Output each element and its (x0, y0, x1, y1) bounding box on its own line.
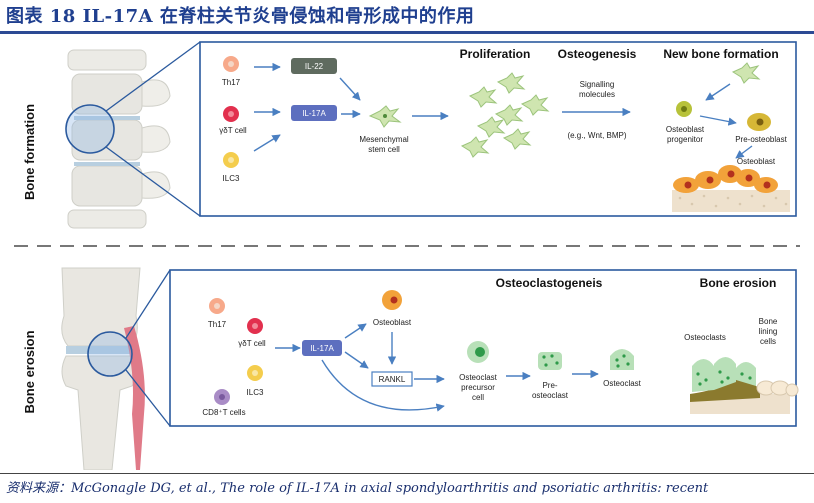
th17-label: Th17 (222, 78, 241, 87)
pre-osteoclast-line1: Pre- (542, 381, 557, 390)
erosion-zoom-line-top (125, 269, 171, 339)
bone-lining-line3: cells (760, 337, 776, 346)
il17a-box (291, 105, 337, 121)
spine-illustration (67, 49, 171, 229)
erosion-th17-label: Th17 (208, 320, 227, 329)
eroded-bone-layer (690, 357, 799, 414)
proliferating-cells (460, 72, 550, 158)
il17a-diagram: Bone formation Th17 γδT cell ILC3 IL-22 … (14, 41, 800, 470)
il22-box (291, 58, 337, 74)
page-title: 图表 18 IL-17A 在脊柱关节炎骨侵蚀和骨形成中的作用 (6, 6, 475, 27)
pre-osteoclast-line2: osteoclast (532, 391, 569, 400)
precursor-line3: cell (472, 393, 484, 402)
zoom-line-top (105, 41, 201, 112)
spine-zoom-circle (65, 104, 115, 154)
knee-illustration (61, 267, 145, 470)
formation-side-label: Bone formation (22, 104, 37, 200)
erosion-il17a-box (302, 340, 342, 356)
knee-zoom-circle (87, 331, 133, 377)
new-bone-layer (672, 165, 790, 212)
pre-osteoblast-label: Pre-osteoblast (735, 135, 787, 144)
msc-label-line2: stem cell (368, 145, 400, 154)
il22-label: IL-22 (305, 62, 324, 71)
msc-icon-right (731, 62, 761, 84)
il17a-label: IL-17A (302, 109, 326, 118)
new-bone-heading: New bone formation (663, 47, 778, 61)
osteoclasts-label: Osteoclasts (684, 333, 726, 342)
msc-label-line1: Mesenchymal (359, 135, 409, 144)
osteoblast-progenitor-line1: Osteoblast (666, 125, 705, 134)
signalling-label-line1: Signalling (580, 80, 615, 89)
precursor-line2: precursor (461, 383, 495, 392)
osteoblast-label: Osteoblast (737, 157, 776, 166)
erosion-ilc3-label: ILC3 (247, 388, 264, 397)
footer-rule (0, 473, 814, 474)
zoom-line-bottom (105, 146, 201, 217)
erosion-zoom-line-bottom (125, 369, 171, 427)
erosion-osteoblast-label: Osteoblast (373, 318, 412, 327)
pre-osteoclast-icon (538, 352, 562, 370)
rankl-label: RANKL (379, 375, 406, 384)
osteoblast-progenitor-line2: progenitor (667, 135, 703, 144)
title-rule (0, 31, 814, 34)
signalling-examples: (e.g., Wnt, BMP) (567, 131, 626, 140)
signalling-label-line2: molecules (579, 90, 615, 99)
cd8-label: CD8⁺T cells (202, 408, 245, 417)
erosion-side-label: Bone erosion (22, 330, 37, 413)
osteoclast-icon (610, 349, 634, 370)
rankl-box (371, 371, 413, 387)
bone-erosion-heading: Bone erosion (700, 276, 777, 290)
osteoclastogenesis-heading: Osteoclastogeneis (496, 276, 603, 290)
bone-lining-line2: lining (759, 327, 778, 336)
precursor-line1: Osteoclast (459, 373, 498, 382)
gdt-label: γδT cell (219, 126, 247, 135)
bone-lining-line1: Bone (759, 317, 778, 326)
osteogenesis-heading: Osteogenesis (558, 47, 637, 61)
proliferation-heading: Proliferation (460, 47, 531, 61)
ilc3-label: ILC3 (223, 174, 240, 183)
source-note: 资料来源：McGonagle DG, et al., The role of I… (6, 481, 709, 496)
erosion-gdt-label: γδT cell (238, 339, 266, 348)
osteoclast-label: Osteoclast (603, 379, 642, 388)
erosion-il17a-label: IL-17A (310, 344, 334, 353)
